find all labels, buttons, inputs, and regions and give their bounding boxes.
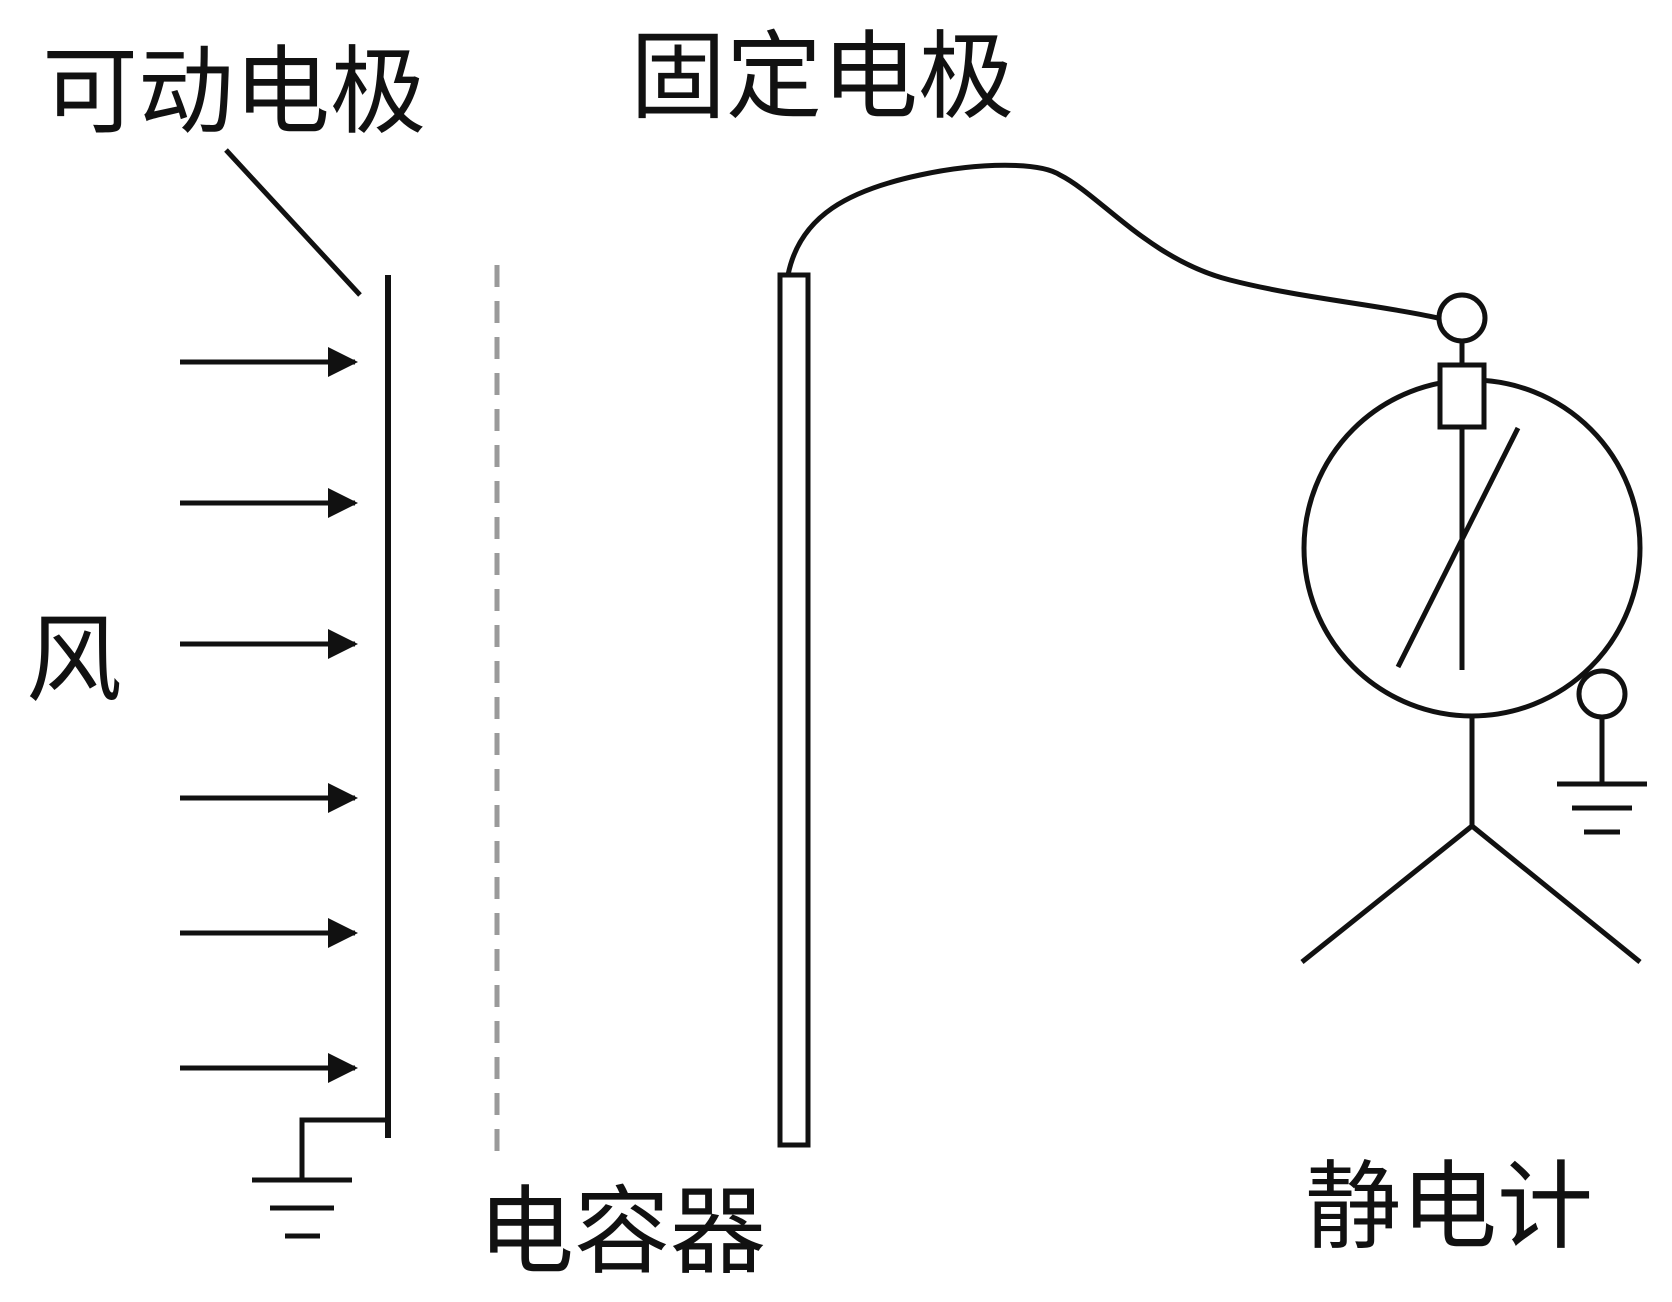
electroscope-needle <box>1395 426 1521 669</box>
ground-icon <box>1557 781 1647 835</box>
capacitor-label: 电容器 <box>478 1176 766 1288</box>
connecting-wire <box>785 162 1439 321</box>
movable-electrode-ground-wire <box>299 1117 388 1180</box>
fixed-electrode-plate <box>777 272 811 1148</box>
electroscope-ground-terminal <box>1576 668 1628 720</box>
movable-electrode-leader-line <box>224 148 362 297</box>
fixed-electrode-label: 固定电极 <box>630 21 1014 133</box>
ground-icon <box>252 1177 352 1239</box>
electroscope-stand-leg-left <box>1300 824 1474 964</box>
electroscope-case <box>1301 377 1643 719</box>
movable-electrode-label: 可动电极 <box>42 36 426 148</box>
electroscope <box>1300 292 1647 964</box>
wind-label: 风 <box>26 604 122 716</box>
wind-arrows <box>180 347 358 1083</box>
electroscope-label: 静电计 <box>1305 1151 1593 1263</box>
electroscope-top-terminal <box>1436 292 1488 344</box>
electroscope-stand-leg-right <box>1470 824 1642 964</box>
electroscope-insulator <box>1437 362 1487 430</box>
